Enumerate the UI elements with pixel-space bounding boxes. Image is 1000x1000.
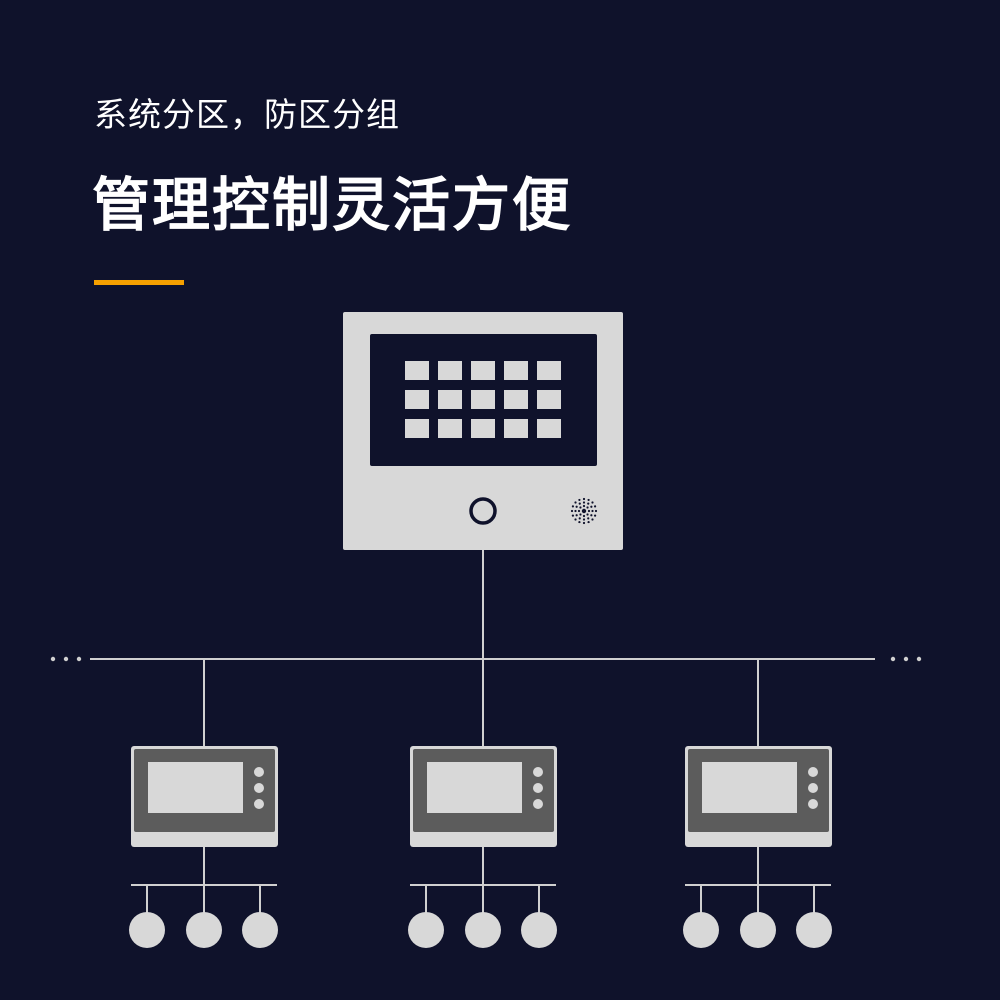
- detector-node: [465, 912, 501, 948]
- keypad-key: [471, 419, 495, 438]
- accent-divider: [94, 280, 184, 285]
- main-control-panel: [343, 312, 623, 550]
- sub-panel-3: [683, 746, 832, 948]
- keypad-key: [405, 390, 429, 409]
- sub-panel-button-icon: [533, 783, 543, 793]
- detector-node: [186, 912, 222, 948]
- subtitle: 系统分区，防区分组: [94, 95, 400, 134]
- ellipsis-icon-left: [50, 656, 82, 662]
- detector-node: [242, 912, 278, 948]
- keypad-key: [471, 361, 495, 380]
- sub-panel-2: [408, 746, 557, 948]
- keypad-key: [504, 390, 528, 409]
- detector-node: [129, 912, 165, 948]
- sub-panel-button-icon: [808, 783, 818, 793]
- keypad-key: [537, 361, 561, 380]
- sub-panel-button-icon: [808, 799, 818, 809]
- detector-node: [408, 912, 444, 948]
- keypad-key: [438, 361, 462, 380]
- sub-panel-screen: [702, 762, 797, 813]
- sub-panel-button-icon: [808, 767, 818, 777]
- keypad-key: [405, 361, 429, 380]
- keypad-key: [438, 390, 462, 409]
- keypad-key: [504, 361, 528, 380]
- sub-panel-screen: [427, 762, 522, 813]
- sub-panel-screen: [148, 762, 243, 813]
- keypad-key: [504, 419, 528, 438]
- speaker-grille-icon: [570, 497, 598, 525]
- detector-node: [521, 912, 557, 948]
- sub-panel-button-icon: [254, 767, 264, 777]
- detector-node: [683, 912, 719, 948]
- detector-node: [796, 912, 832, 948]
- page-title: 管理控制灵活方便: [92, 171, 573, 239]
- keypad-key: [471, 390, 495, 409]
- keypad-key: [438, 419, 462, 438]
- connection-lines: [90, 550, 875, 746]
- sub-panel-button-icon: [533, 799, 543, 809]
- keypad-grid: [405, 361, 561, 438]
- sub-panel-button-icon: [533, 767, 543, 777]
- sub-panel-1: [129, 746, 278, 948]
- ring-button-icon: [469, 497, 497, 525]
- sub-panels: [129, 746, 832, 948]
- detector-node: [740, 912, 776, 948]
- sub-panel-button-icon: [254, 783, 264, 793]
- keypad-key: [537, 419, 561, 438]
- keypad-key: [537, 390, 561, 409]
- ellipsis-icon-right: [890, 656, 922, 662]
- sub-panel-button-icon: [254, 799, 264, 809]
- keypad-key: [405, 419, 429, 438]
